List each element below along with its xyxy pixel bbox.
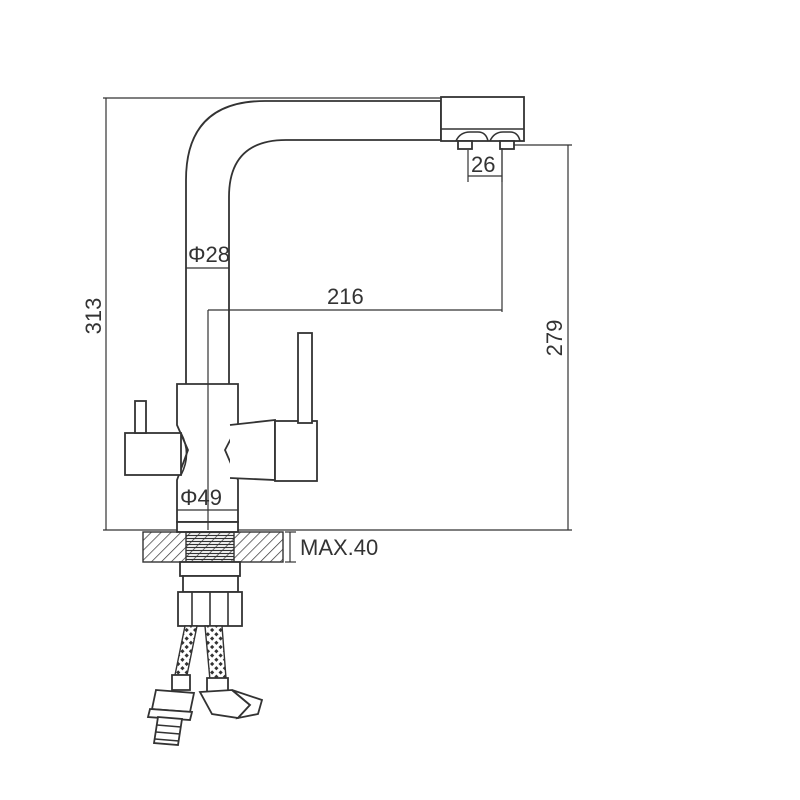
mounting-nut xyxy=(177,561,243,627)
dimension-spout-height xyxy=(238,144,572,531)
max-thickness-label: MAX.40 xyxy=(300,535,378,560)
spout-reach-label: 216 xyxy=(327,284,364,309)
spout xyxy=(185,96,525,384)
dimension-max-thickness xyxy=(285,531,296,563)
supply-hoses xyxy=(146,625,264,746)
spout-height-label: 279 xyxy=(542,320,567,357)
deck-section xyxy=(142,531,284,563)
overall-height-label: 313 xyxy=(81,298,106,335)
base-diameter-label: Φ49 xyxy=(180,485,222,510)
dimension-overall-height xyxy=(103,97,441,531)
outlet-spacing-label: 26 xyxy=(471,152,495,177)
dimension-outlet-spacing xyxy=(467,150,503,182)
tube-diameter-label: Φ28 xyxy=(188,242,230,267)
